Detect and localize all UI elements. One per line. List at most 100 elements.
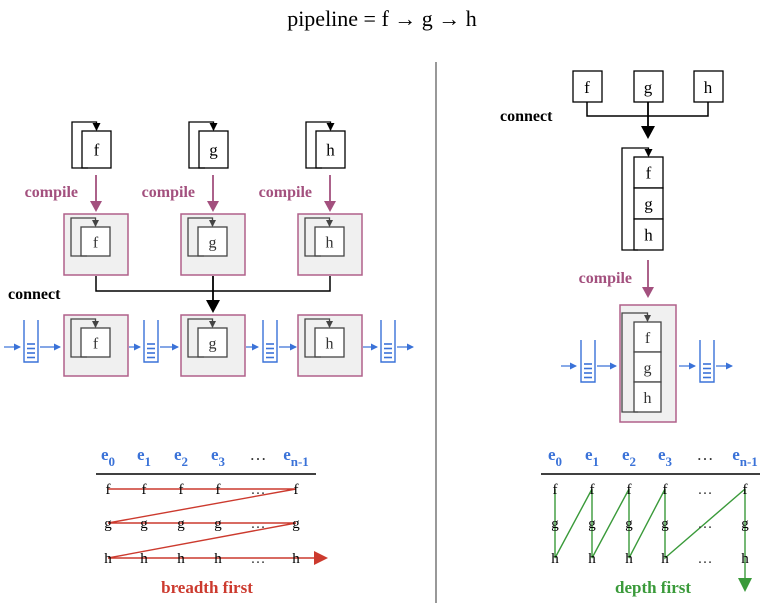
df-event-1-base: e	[585, 445, 593, 464]
r-compile-arrow-head	[642, 287, 654, 298]
bf-event-0-sub: 0	[109, 454, 116, 469]
bf-event-5-sub: n-1	[291, 454, 309, 469]
fused-stack-cell-f	[633, 156, 664, 189]
r-queue-1	[699, 340, 715, 383]
r-compiled-stack-cell-h-label: h	[644, 390, 652, 407]
df-event-0-base: e	[548, 445, 556, 464]
compiled-g-node: g	[187, 217, 228, 257]
compiled-g-node-label: g	[209, 235, 217, 252]
bf-event-5-base: e	[283, 445, 291, 464]
queue-1	[143, 320, 159, 363]
fused-stack-cell-h	[633, 218, 664, 251]
depth-arrowhead	[738, 578, 752, 592]
df-event-3-sub: 3	[666, 454, 673, 469]
bf-cell-f-3: f	[216, 482, 221, 498]
queue-2	[262, 320, 278, 363]
df-event-0-sub: 0	[556, 454, 563, 469]
df-cell-f-3: f	[663, 482, 668, 498]
pipe-h-node-label: h	[326, 336, 334, 353]
df-cell-h-5: h	[741, 551, 749, 567]
df-event-5-sub: n-1	[740, 454, 758, 469]
queue-3	[380, 320, 396, 363]
node-h-label: h	[326, 141, 335, 160]
df-event-3: e3	[658, 445, 673, 469]
bf-cell-f-0: f	[106, 482, 111, 498]
fused-stack-cell-f-label: f	[646, 164, 652, 183]
bf-cell-g-2: g	[177, 516, 185, 532]
df-event-0: e0	[548, 445, 562, 469]
compile-arrow-g-head	[207, 201, 219, 212]
r-node-g	[633, 70, 664, 103]
bf-ellipsis: …	[251, 482, 266, 498]
df-cell-h-3: h	[661, 551, 669, 567]
compiled-g-node-loop-arrow	[187, 217, 216, 257]
bf-event-1-sub: 1	[145, 454, 152, 469]
bf-event-0-base: e	[101, 445, 109, 464]
bf-event-1-base: e	[137, 445, 145, 464]
connect-label-right: connect	[500, 108, 553, 125]
pipe-h-node: h	[304, 318, 345, 358]
df-cell-f-1: f	[590, 482, 595, 498]
r-queue-0-outline	[580, 340, 596, 383]
bf-event-3-base: e	[211, 445, 219, 464]
bf-ellipsis: …	[251, 551, 266, 567]
r-node-f	[572, 70, 603, 103]
df-event-1: e1	[585, 445, 599, 469]
r-compiled-stack-loop-arrow	[621, 312, 651, 413]
bf-event-ellipsis: …	[250, 445, 267, 464]
compile-arrow-f-head	[90, 201, 102, 212]
r-compiled-stack: fgh	[621, 312, 662, 413]
compiled-f-node-rect	[80, 226, 111, 257]
node-g-label: g	[209, 141, 218, 160]
pipe-g-node: g	[187, 318, 228, 358]
df-ellipsis: …	[698, 482, 713, 498]
df-event-5: en-1	[732, 445, 758, 469]
queue-0	[23, 320, 39, 363]
node-f-loop-arrow	[71, 121, 101, 169]
compile-label-f: compile	[25, 184, 78, 201]
pipe-g-node-loop-arrow	[187, 318, 216, 358]
compiled-g: g	[180, 213, 246, 276]
df-cell-f-5: f	[743, 482, 748, 498]
df-cell-h-2: h	[625, 551, 633, 567]
bf-cell-f-2: f	[179, 482, 184, 498]
pipe-g: g	[180, 314, 246, 377]
bf-ellipsis: …	[251, 516, 266, 532]
df-cell-h-0: h	[551, 551, 559, 567]
compiled-f-node: f	[70, 217, 111, 257]
r-connect-arrowhead	[641, 126, 655, 139]
pipe-f-node-label: f	[93, 336, 99, 353]
df-ellipsis: …	[698, 551, 713, 567]
r-compiled-stack-cell-g	[633, 351, 662, 383]
bf-cell-g-3: g	[214, 516, 222, 532]
breadth-arrowhead	[314, 551, 328, 565]
r-compiled-stack-cell-h	[633, 381, 662, 413]
depth-path	[554, 488, 746, 560]
node-h-rect	[315, 130, 346, 169]
bf-event-5: en-1	[283, 445, 309, 469]
pipe-g-node-rect	[197, 327, 228, 358]
compiled-h: h	[297, 213, 363, 276]
r-queue-1-outline	[699, 340, 715, 383]
compiled-f-node-label: f	[93, 235, 99, 252]
bf-cell-g-5: g	[292, 516, 300, 532]
node-g-loop-arrow	[188, 121, 218, 169]
pipe-h-node-rect	[314, 327, 345, 358]
r-compiled-stack-cell-f	[633, 321, 662, 353]
bf-event-2-base: e	[174, 445, 182, 464]
breadth-path	[107, 488, 297, 559]
pipe-f-node-rect	[80, 327, 111, 358]
df-event-ellipsis: …	[697, 445, 714, 464]
compiled-h-node-label: h	[326, 235, 334, 252]
bf-cell-h-0: h	[104, 551, 112, 567]
df-event-2-sub: 2	[630, 454, 637, 469]
bf-event-1: e1	[137, 445, 151, 469]
connect-arrowhead	[206, 300, 220, 313]
node-g: g	[188, 121, 229, 169]
compile-label-right: compile	[579, 270, 632, 287]
queue-1-outline	[143, 320, 159, 363]
df-cell-g-1: g	[588, 516, 596, 532]
node-g-rect	[198, 130, 229, 169]
